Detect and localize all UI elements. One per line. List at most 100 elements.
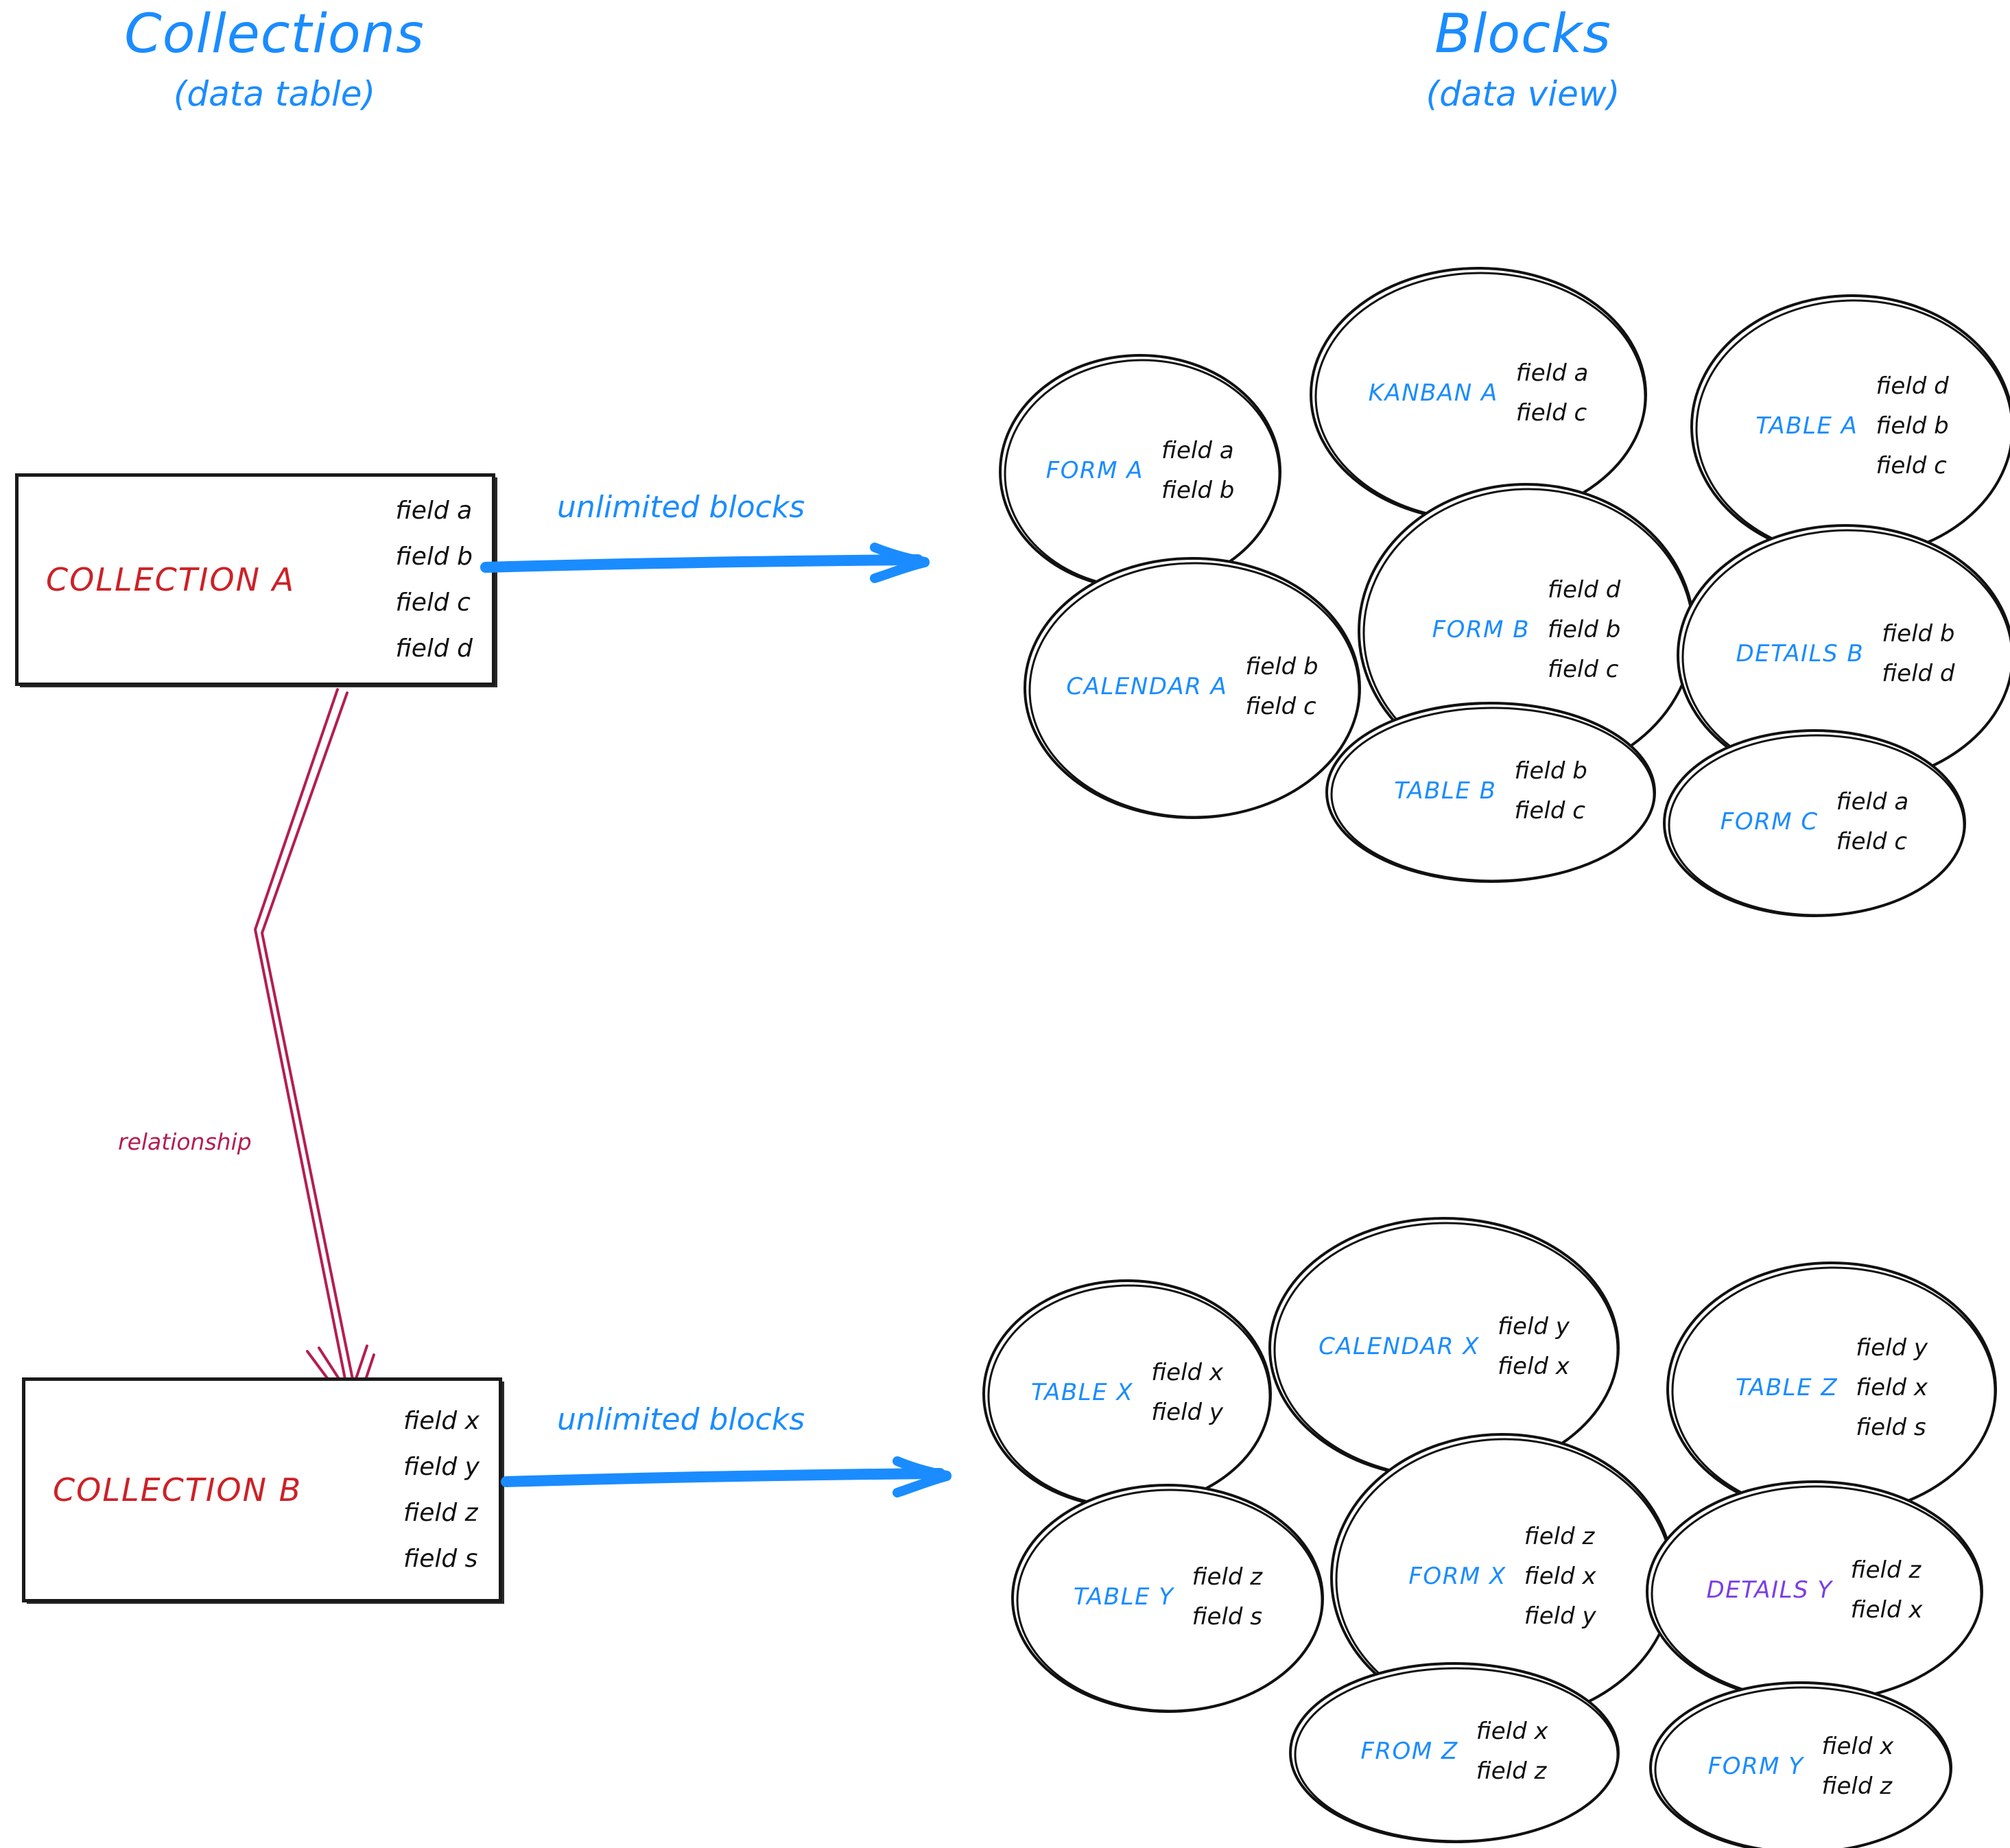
field-item: field y (1151, 1399, 1224, 1426)
block-label: CALENDAR X (1319, 1333, 1480, 1360)
field-item: field y (1524, 1602, 1596, 1630)
block-label: CALENDAR A (1066, 673, 1228, 700)
relationship-label: relationship (118, 1128, 252, 1155)
field-item: field a (1161, 437, 1234, 464)
collection-box-b[interactable]: COLLECTION B field x field y field z fie… (22, 1377, 502, 1602)
collection-b-fields: field x field y field z field s (403, 1407, 480, 1573)
block-fields: field z field x field y (1524, 1523, 1596, 1630)
block-label: TABLE B (1394, 777, 1497, 805)
block-form-b[interactable]: FORM B field d field b field c (1355, 480, 1698, 782)
field-item: field c (1245, 693, 1316, 720)
block-label: FORM X (1408, 1563, 1506, 1590)
block-kanban-a[interactable]: KANBAN A field a field c (1307, 264, 1650, 525)
field-item: field c (395, 589, 471, 617)
ellipse-outline (1663, 729, 1966, 917)
ellipse-outline (1011, 1484, 1324, 1713)
block-label: TABLE Z (1735, 1374, 1838, 1401)
unlimited-blocks-arrow-a: unlimited blocks (480, 480, 947, 611)
field-item: field b (1161, 477, 1235, 504)
field-item: field c (1836, 828, 1908, 855)
block-from-z[interactable]: FROM Z field x field z (1286, 1660, 1622, 1845)
block-table-x[interactable]: TABLE X field x field y (980, 1277, 1275, 1511)
block-fields: field x field y (1151, 1359, 1223, 1426)
block-label: FROM Z (1360, 1738, 1458, 1765)
block-label: FORM A (1045, 457, 1144, 484)
field-item: field c (1876, 451, 1947, 479)
collection-a-fields: field a field b field c field d (395, 497, 473, 663)
block-fields: field x field z (1822, 1733, 1894, 1800)
block-label: TABLE A (1755, 412, 1858, 440)
block-calendar-a[interactable]: CALENDAR A field b field c (1021, 554, 1364, 822)
block-form-y[interactable]: FORM Y field x field z (1646, 1679, 1955, 1848)
block-fields: field a field b (1161, 437, 1234, 504)
block-table-y[interactable]: TABLE Y field z field s (1008, 1482, 1327, 1715)
field-item: field z (1821, 1773, 1893, 1800)
field-item: field z (1524, 1523, 1595, 1550)
block-label: FORM C (1720, 808, 1819, 836)
unlimited-blocks-arrow-b: unlimited blocks (501, 1393, 967, 1523)
block-fields: field a field c (1836, 788, 1909, 855)
collections-title: Collections (124, 3, 425, 65)
block-fields: field b field c (1514, 757, 1587, 825)
field-item: field d (1548, 576, 1621, 604)
arrow-a-label: unlimited blocks (557, 490, 805, 525)
field-item: field y (403, 1453, 480, 1481)
block-calendar-x[interactable]: CALENDAR X field y field x (1266, 1214, 1622, 1482)
field-item: field z (403, 1499, 478, 1527)
block-fields: field a field c (1516, 359, 1589, 427)
field-item: field y (1498, 1313, 1570, 1340)
field-item: field c (1515, 399, 1587, 427)
field-item: field b (1548, 616, 1621, 643)
block-label: DETAILS B (1736, 640, 1865, 667)
collection-box-a[interactable]: COLLECTION A field a field b field c fie… (15, 473, 495, 686)
field-item: field z (1850, 1556, 1922, 1584)
field-item: field s (403, 1545, 478, 1573)
block-details-y[interactable]: DETAILS Y field z field x (1643, 1478, 1986, 1705)
block-fields: field z field x (1851, 1556, 1923, 1624)
field-item: field d (1876, 372, 1949, 400)
field-item: field b (395, 543, 473, 571)
blocks-subtitle: (data view) (1426, 73, 1620, 114)
field-item: field x (1151, 1359, 1224, 1386)
field-item: field z (1192, 1563, 1263, 1591)
field-item: field a (1515, 359, 1589, 387)
field-item: field a (1836, 788, 1909, 816)
field-item: field x (403, 1407, 480, 1435)
field-item: field y (1856, 1334, 1928, 1362)
block-fields: field b field d (1882, 620, 1954, 687)
ellipse-outline (1289, 1662, 1620, 1843)
block-fields: field d field b field c (1876, 372, 1948, 479)
block-form-c[interactable]: FORM C field a field c (1660, 727, 1969, 919)
arrow-right-icon (501, 1456, 951, 1497)
collections-subtitle: (data table) (173, 73, 376, 114)
arrow-right-icon (480, 543, 930, 583)
page-title-collections: Collections (data table) (55, 3, 494, 114)
field-item: field b (1882, 620, 1955, 648)
field-item: field b (1245, 653, 1319, 680)
field-item: field x (1856, 1374, 1928, 1401)
collection-b-name: COLLECTION B (53, 1471, 303, 1508)
ellipse-outline (1024, 557, 1361, 819)
collection-a-name: COLLECTION A (46, 561, 296, 598)
block-label: KANBAN A (1368, 379, 1498, 407)
block-label: TABLE X (1030, 1379, 1134, 1406)
block-table-z[interactable]: TABLE Z field y field x field s (1664, 1259, 2000, 1519)
field-item: field b (1876, 412, 1949, 440)
ellipse-outline (1325, 702, 1656, 883)
field-item: field b (1514, 757, 1587, 785)
block-fields: field y field x (1498, 1313, 1570, 1380)
block-form-x[interactable]: FORM X field z field x field y (1327, 1430, 1677, 1725)
block-fields: field x field z (1476, 1718, 1548, 1785)
field-item: field z (1476, 1757, 1547, 1785)
block-table-b[interactable]: TABLE B field b field c (1323, 700, 1659, 885)
blocks-title: Blocks (1434, 3, 1611, 65)
field-item: field c (1514, 797, 1585, 825)
field-item: field a (395, 497, 473, 525)
arrow-b-label: unlimited blocks (557, 1402, 805, 1437)
block-label: TABLE Y (1073, 1583, 1174, 1611)
field-item: field s (1856, 1414, 1926, 1441)
field-item: field x (1821, 1733, 1894, 1760)
ellipse-outline (1310, 267, 1647, 522)
field-item: field x (1498, 1353, 1570, 1380)
